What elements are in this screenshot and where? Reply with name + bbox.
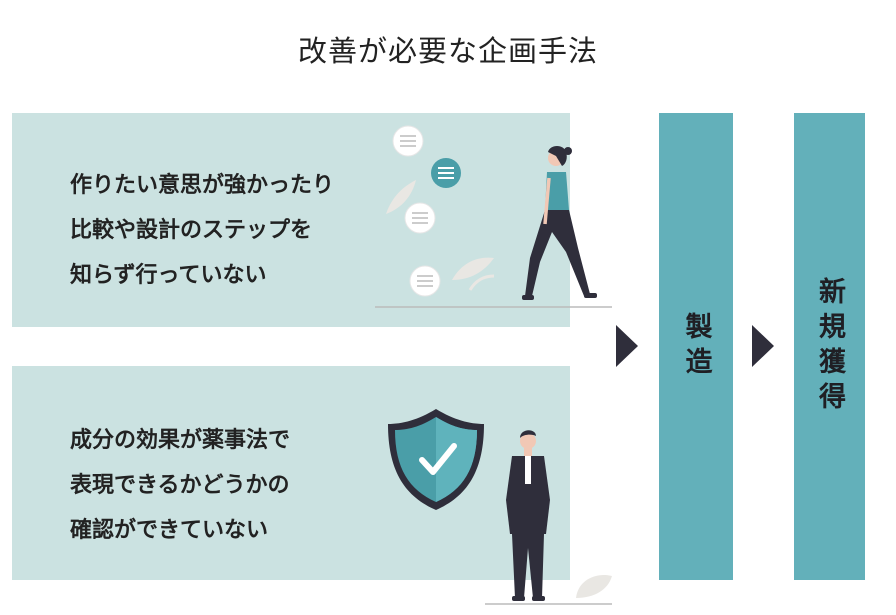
- shield-check-icon: [388, 409, 484, 510]
- flow-arrow-1: [616, 325, 638, 367]
- stage-manufacture-label: 製造: [677, 312, 716, 382]
- leaf-icon: [576, 575, 612, 598]
- stage-new-acquisition: 新規獲得: [794, 113, 865, 580]
- stage-new-acquisition-label: 新規獲得: [810, 277, 849, 417]
- flow-arrow-2: [752, 325, 774, 367]
- man-standing: [506, 430, 550, 601]
- stage-manufacture: 製造: [659, 113, 733, 580]
